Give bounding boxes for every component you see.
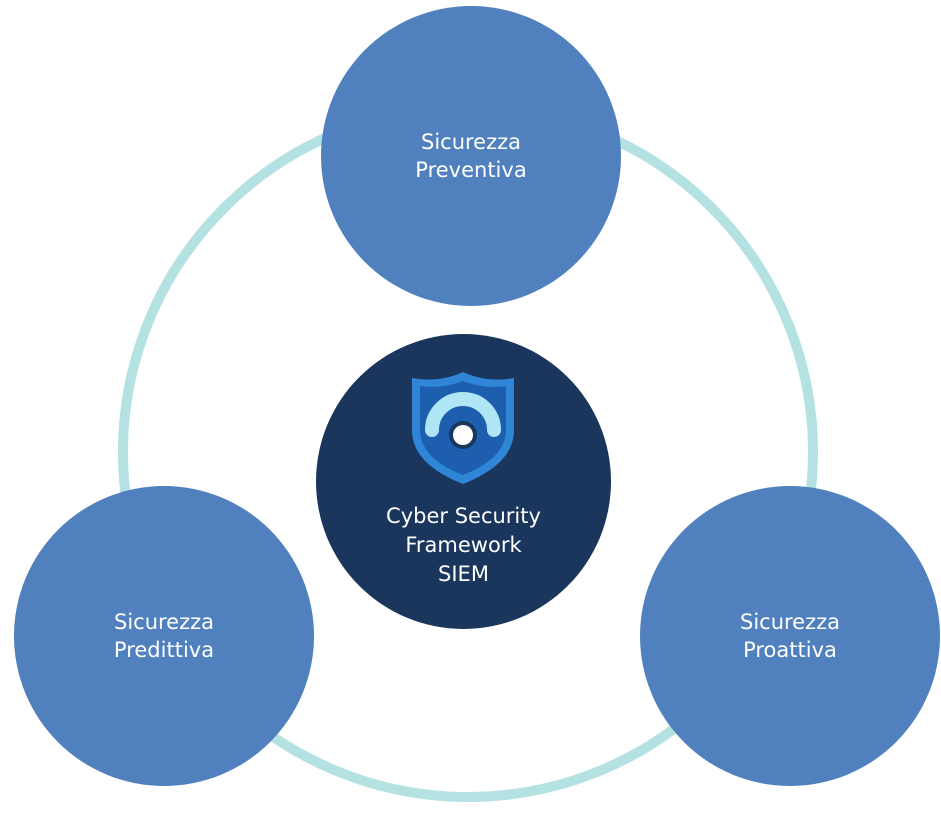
node-label: Sicurezza Predittiva bbox=[74, 608, 254, 664]
node-label-line: Preventiva bbox=[415, 158, 527, 182]
node-label: Sicurezza Proattiva bbox=[700, 608, 880, 664]
node-label-line: Predittiva bbox=[113, 638, 215, 662]
center-label-line: Framework bbox=[405, 533, 522, 557]
node-sicurezza-preventiva: Sicurezza Preventiva bbox=[321, 6, 621, 306]
node-sicurezza-proattiva: Sicurezza Proattiva bbox=[640, 486, 940, 786]
node-label-line: Proattiva bbox=[743, 638, 837, 662]
node-label-line: Sicurezza bbox=[113, 610, 215, 634]
center-label: Cyber Security Framework SIEM bbox=[316, 502, 611, 589]
center-node-cyber-security-framework: Cyber Security Framework SIEM bbox=[316, 334, 611, 629]
node-label: Sicurezza Preventiva bbox=[381, 128, 561, 184]
node-label-line: Sicurezza bbox=[420, 130, 522, 154]
center-label-line: Cyber Security bbox=[386, 504, 541, 528]
node-sicurezza-predittiva: Sicurezza Predittiva bbox=[14, 486, 314, 786]
center-label-line: SIEM bbox=[438, 562, 489, 586]
shield-icon bbox=[412, 372, 514, 484]
node-label-line: Sicurezza bbox=[739, 610, 841, 634]
